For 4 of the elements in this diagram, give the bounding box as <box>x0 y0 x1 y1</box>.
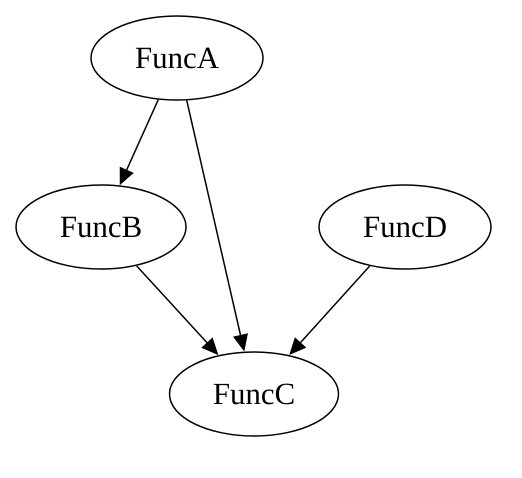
ellipse-node: FuncD <box>318 184 492 270</box>
ellipse-node: FuncB <box>15 184 187 270</box>
ellipse-node: FuncA <box>90 15 264 101</box>
ellipse-node: FuncC <box>168 351 340 437</box>
